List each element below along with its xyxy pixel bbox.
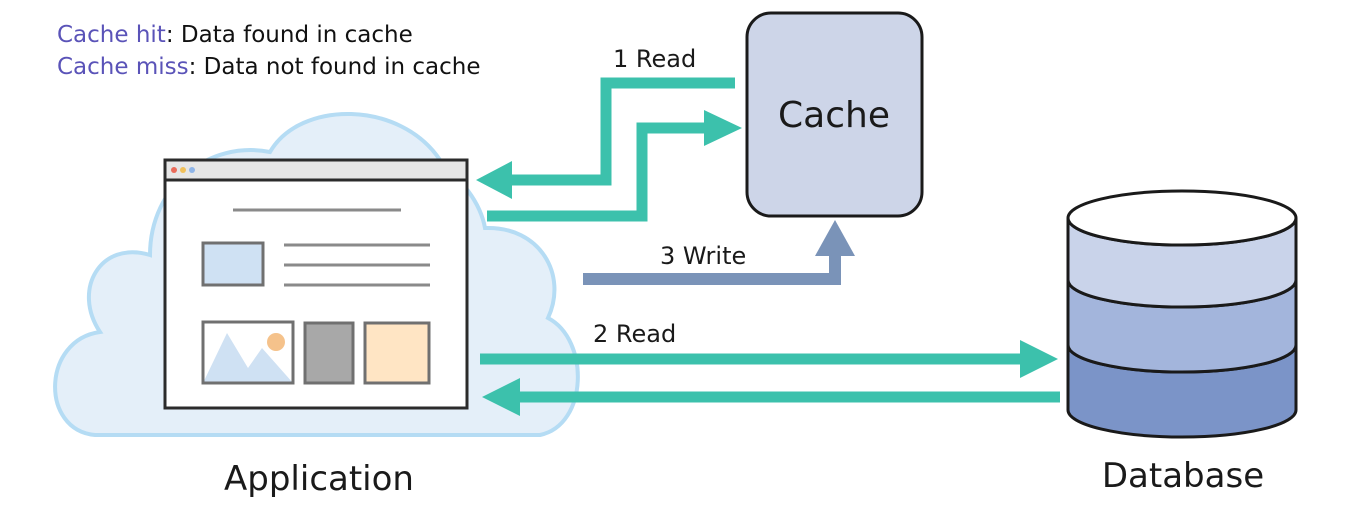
peach-block: [363, 321, 431, 385]
cylinder-icon: [1066, 189, 1298, 439]
mountain-sun-icon: [201, 320, 295, 385]
maximize-dot-icon: [189, 167, 195, 173]
database-label: Database: [1102, 456, 1264, 496]
cache-response-arrow: [500, 77, 735, 186]
legend-miss-desc: : Data not found in cache: [189, 54, 481, 80]
application-label: Application: [224, 459, 414, 499]
browser-window-icon: [163, 158, 469, 410]
read-database-arrows: [480, 340, 1060, 416]
cache-label: Cache: [778, 95, 890, 136]
legend-cache-hit: Cache hit: Data found in cache: [57, 22, 413, 48]
write-cache-label: 3 Write: [660, 242, 746, 270]
thumbnail-block: [201, 241, 265, 287]
legend-hit-desc: : Data found in cache: [166, 22, 413, 48]
read-cache-label: 1 Read: [613, 45, 696, 73]
read-database-label: 2 Read: [593, 320, 676, 348]
legend-miss-term: Cache miss: [57, 54, 189, 80]
legend-cache-miss: Cache miss: Data not found in cache: [57, 54, 481, 80]
cache-node: [745, 11, 924, 218]
legend-hit-term: Cache hit: [57, 22, 166, 48]
cache-request-arrow: [487, 122, 712, 222]
write-cache-arrow: [583, 220, 855, 285]
minimize-dot-icon: [180, 167, 186, 173]
read-cache-arrows: [476, 77, 742, 222]
gray-block: [303, 321, 355, 385]
close-dot-icon: [171, 167, 177, 173]
